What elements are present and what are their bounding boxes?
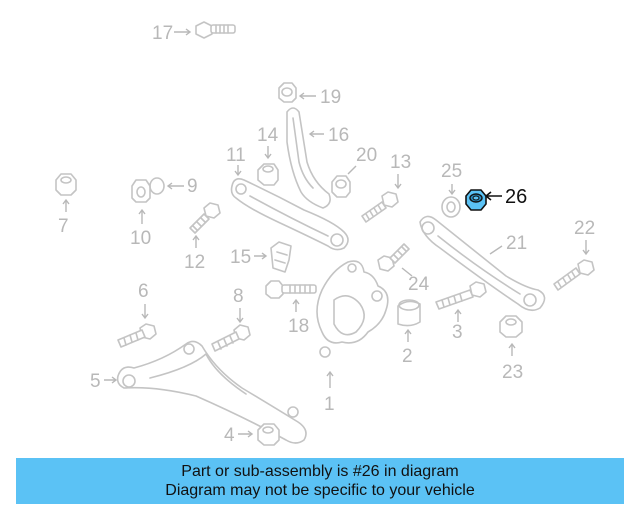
callout-1: 1 — [324, 394, 335, 415]
part-22-bolt — [553, 259, 595, 291]
part-25-washer — [441, 196, 461, 218]
part-26-nut-highlighted[interactable] — [465, 189, 487, 211]
callout-22: 22 — [574, 218, 595, 239]
callout-10: 10 — [130, 228, 151, 249]
callout-2: 2 — [402, 346, 413, 367]
part-6-bolt — [117, 323, 157, 348]
part-24-bolt — [377, 243, 410, 272]
callout-14: 14 — [257, 125, 279, 146]
callout-6: 6 — [138, 281, 149, 302]
part-11-arm — [230, 178, 349, 251]
callout-8: 8 — [233, 286, 244, 307]
part-15-bracket — [270, 241, 292, 273]
part-2-bushing — [397, 299, 421, 327]
part-4-nut — [257, 423, 280, 446]
part-3-bolt — [435, 281, 487, 310]
callout-20: 20 — [356, 145, 377, 166]
callout-9: 9 — [187, 176, 198, 197]
callout-4: 4 — [224, 425, 235, 446]
part-5-control-arm — [116, 340, 307, 444]
callout-13: 13 — [390, 152, 411, 173]
part-20-nut — [331, 175, 351, 198]
callout-23: 23 — [502, 362, 523, 383]
part-14-nut — [257, 163, 279, 186]
part-7-nut — [55, 173, 77, 196]
callout-24: 24 — [408, 274, 430, 295]
callout-17: 17 — [152, 23, 173, 44]
callout-21: 21 — [506, 233, 527, 254]
banner-line-2: Diagram may not be specific to your vehi… — [165, 482, 475, 499]
callout-5: 5 — [90, 371, 101, 392]
callout-18: 18 — [288, 316, 309, 337]
part-23-nut — [499, 315, 523, 338]
callout-3: 3 — [452, 322, 463, 343]
callout-16: 16 — [328, 125, 349, 146]
callout-12: 12 — [184, 252, 205, 273]
banner-line-1: Part or sub-assembly is #26 in diagram — [181, 463, 459, 480]
part-21-link — [419, 215, 546, 312]
part-1-knuckle — [316, 260, 389, 358]
part-10-bushing — [131, 179, 151, 203]
part-16-link — [286, 107, 331, 209]
callout-7: 7 — [58, 216, 69, 237]
part-17-bolt — [195, 21, 236, 39]
part-18-bolt — [265, 280, 317, 299]
callout-11: 11 — [226, 145, 246, 166]
callout-19: 19 — [320, 87, 341, 108]
part-19-nut — [278, 82, 297, 103]
callout-26[interactable]: 26 — [505, 186, 527, 208]
part-13-bolt — [361, 191, 399, 223]
callout-15: 15 — [230, 247, 251, 268]
part-8-bolt — [211, 324, 251, 352]
part-9-o-ring — [149, 177, 165, 195]
callout-25: 25 — [441, 161, 462, 182]
part-12-bolt — [189, 202, 221, 234]
info-banner: Part or sub-assembly is #26 in diagram D… — [16, 458, 624, 504]
